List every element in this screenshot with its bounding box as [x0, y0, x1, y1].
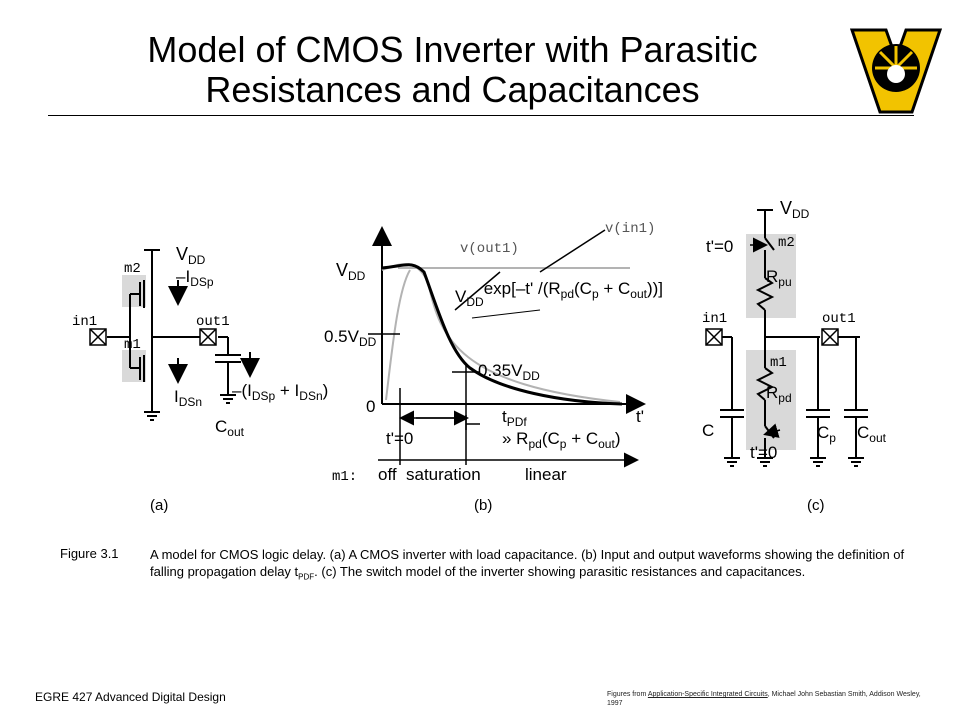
c-rpd-label: Rpd — [766, 383, 792, 405]
b-t-axis-label: t' — [636, 407, 644, 426]
b-vout1-label: v(out1) — [460, 241, 519, 257]
c-cp-label: Cp — [817, 423, 836, 445]
title-divider — [48, 115, 914, 116]
c-cout-label: Cout — [857, 423, 887, 445]
subfigure-b-label: (b) — [474, 497, 493, 514]
caption-number: Figure 3.1 — [60, 546, 119, 561]
university-logo-icon — [850, 28, 942, 114]
b-035-vdd-label: 0.35VDD — [478, 361, 540, 383]
subfigure-a-label: (a) — [150, 497, 169, 514]
a-out1-label: out1 — [196, 314, 230, 330]
a-in1-label: in1 — [72, 314, 97, 330]
title-line-1: Model of CMOS Inverter with Parasitic — [147, 29, 758, 70]
a-vdd-label: VDD — [176, 244, 206, 267]
c-t0-top-label: t'=0 — [706, 237, 733, 256]
b-saturation-label: saturation — [406, 465, 481, 484]
c-vdd-label: VDD — [780, 198, 810, 221]
b-off-label: off — [378, 465, 397, 484]
b-t0-label: t'=0 — [386, 429, 413, 448]
a-m1-label: m1 — [124, 337, 141, 353]
a-m2-label: m2 — [124, 261, 141, 277]
panel-b-waveforms: VDD 0.5VDD 0 v(out1) v(in1) VDDexp[–t' /… — [324, 221, 663, 485]
c-c-label: C — [702, 421, 714, 440]
b-vin1-label: v(in1) — [605, 221, 655, 237]
a-sum-current-label: –(IDSp + IDSn) — [232, 381, 328, 403]
b-m1-region-label: m1: — [332, 469, 357, 485]
c-t0-bottom-label: t'=0 — [750, 443, 777, 462]
figure-3-1: VDD m2 m1 in1 out1 –IDSp IDSn –(IDSp + I… — [72, 198, 887, 485]
b-tpdf-label: tPDf — [502, 407, 527, 429]
panel-a-inverter: VDD m2 m1 in1 out1 –IDSp IDSn –(IDSp + I… — [72, 244, 328, 439]
b-zero-label: 0 — [366, 397, 375, 416]
c-out1-label: out1 — [822, 311, 856, 327]
c-m1-label: m1 — [770, 355, 787, 371]
title-line-2: Resistances and Capacitances — [205, 69, 700, 110]
b-exp-formula: VDDexp[–t' /(Rpd(Cp + Cout))] — [455, 279, 663, 309]
slide-title: Model of CMOS Inverter with Parasitic Re… — [0, 30, 905, 110]
c-in1-label: in1 — [702, 311, 727, 327]
caption-text: A model for CMOS logic delay. (a) A CMOS… — [150, 547, 905, 582]
panel-c-switch-model: VDD t'=0 m2 Rpu in1 out1 m1 Rpd C Cp Cou… — [702, 198, 887, 467]
a-cout-label: Cout — [215, 417, 245, 439]
a-idsn-label: IDSn — [174, 387, 202, 409]
b-vdd-label: VDD — [336, 260, 366, 283]
subfigure-c-label: (c) — [807, 497, 825, 514]
b-half-vdd-label: 0.5VDD — [324, 327, 377, 349]
c-rpu-label: Rpu — [766, 267, 792, 289]
b-linear-label: linear — [525, 465, 567, 484]
b-approx-formula: » Rpd(Cp + Cout) — [502, 429, 620, 451]
source-credit: Figures from Application-Specific Integr… — [607, 691, 921, 707]
c-m2-label: m2 — [778, 235, 795, 251]
a-idsp-label: –IDSp — [176, 267, 214, 289]
course-footer: EGRE 427 Advanced Digital Design — [35, 690, 226, 704]
